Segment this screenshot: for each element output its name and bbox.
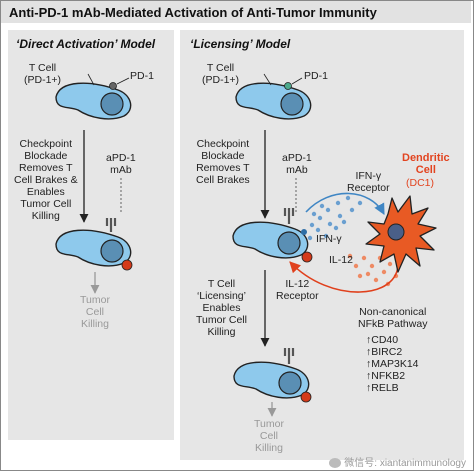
watermark: 微信号: xiantanimmunology [329, 454, 466, 469]
gene-birc2: ↑BIRC2 [366, 346, 403, 358]
left-pd1-label: PD-1 [130, 70, 154, 82]
right-antibody-icon-bottom [283, 348, 295, 364]
licensing-text: T Cell ‘Licensing’ Enables Tumor Cell Ki… [196, 278, 247, 338]
right-antibody-icon [283, 208, 295, 224]
right-tcell-label: T Cell (PD-1+) [202, 62, 240, 86]
right-panel-title: ‘Licensing’ Model [190, 37, 291, 51]
right-tcell-top [235, 82, 312, 120]
title-bar: Anti-PD-1 mAb-Mediated Activation of Ant… [1, 1, 471, 23]
ifng-receptor-label: IFN-γ Receptor [347, 170, 390, 194]
left-panel-title: ‘Direct Activation’ Model [16, 37, 156, 51]
left-antibody-icon [105, 218, 117, 232]
dendritic-cell-label: Dendritic Cell [402, 152, 450, 176]
right-pd1-marker [284, 82, 292, 90]
ifng-dots [307, 195, 363, 241]
left-killing-label: Tumor Cell Killing [80, 294, 110, 330]
nfkb-title: Non-canonical NFkB Pathway [358, 306, 428, 330]
ifng-arrow [305, 192, 385, 215]
left-tcell-label: T Cell (PD-1+) [24, 62, 62, 86]
il12-label: IL-12 [329, 254, 353, 266]
right-tumor-dot-bottom [300, 391, 312, 403]
left-blockade-text: Checkpoint Blockade Removes T Cell Brake… [14, 138, 78, 222]
dendritic-cell [365, 195, 437, 273]
il12-arrow [289, 261, 399, 293]
left-apd1-label: aPD-1 mAb [106, 152, 136, 176]
figure-title: Anti-PD-1 mAb-Mediated Activation of Ant… [9, 5, 377, 20]
left-pd1-marker [109, 82, 117, 90]
ifng-receptor-dot [301, 229, 307, 235]
left-tumor-dot [121, 259, 133, 271]
right-tumor-dot-middle [301, 251, 313, 263]
watermark-text: 微信号: xiantanimmunology [344, 458, 466, 469]
wechat-icon [329, 458, 342, 469]
right-tcell-bottom [233, 348, 312, 403]
right-blockade-text: Checkpoint Blockade Removes T Cell Brake… [196, 138, 250, 186]
dendritic-cell-subtitle: (DC1) [406, 177, 434, 189]
il12-receptor-label: IL-12 Receptor [276, 278, 319, 302]
right-killing-label: Tumor Cell Killing [254, 418, 284, 454]
gene-map3k14: ↑MAP3K14 [366, 358, 419, 370]
ifng-label: IFN-γ [316, 233, 342, 245]
right-pd1-label: PD-1 [304, 70, 328, 82]
right-tcell-middle [232, 208, 313, 263]
gene-cd40: ↑CD40 [366, 334, 399, 346]
right-apd1-label: aPD-1 mAb [282, 152, 312, 176]
left-tcell-top [55, 82, 132, 120]
left-tcell-bottom [55, 218, 133, 271]
gene-nfkb2: ↑NFKB2 [366, 370, 406, 382]
gene-relb: ↑RELB [366, 382, 399, 394]
